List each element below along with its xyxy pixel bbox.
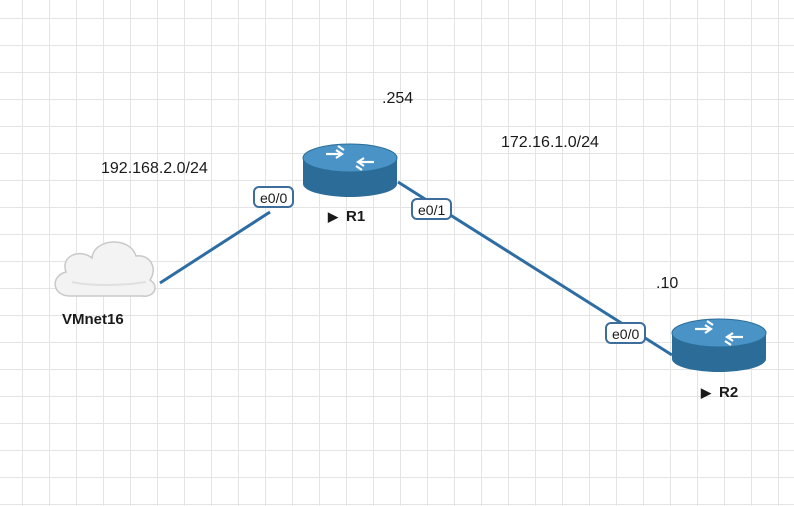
right-subnet-label: 172.16.1.0/24: [501, 134, 599, 151]
port-r1-e0-1[interactable]: e0/1: [411, 198, 453, 220]
r2-label-group[interactable]: ▶ R2: [701, 384, 738, 401]
cloud-icon[interactable]: [54, 241, 156, 297]
r2-label: R2: [719, 384, 739, 401]
r1-label-group[interactable]: ▶ R1: [328, 208, 365, 225]
r2-address-label: .10: [656, 275, 679, 292]
r1-label: R1: [346, 208, 366, 225]
port-r2-e0-0[interactable]: e0/0: [605, 322, 647, 344]
port-r1-e0-0[interactable]: e0/0: [253, 186, 295, 208]
left-subnet-label: 192.168.2.0/24: [101, 160, 208, 177]
r1-address-label: .254: [382, 90, 414, 107]
router-icon[interactable]: [671, 318, 767, 372]
play-icon: ▶: [328, 209, 338, 224]
play-icon: ▶: [701, 385, 711, 400]
router-icon[interactable]: [302, 143, 398, 197]
cloud-label: VMnet16: [62, 311, 124, 328]
link-cloud-r1[interactable]: [159, 210, 271, 285]
